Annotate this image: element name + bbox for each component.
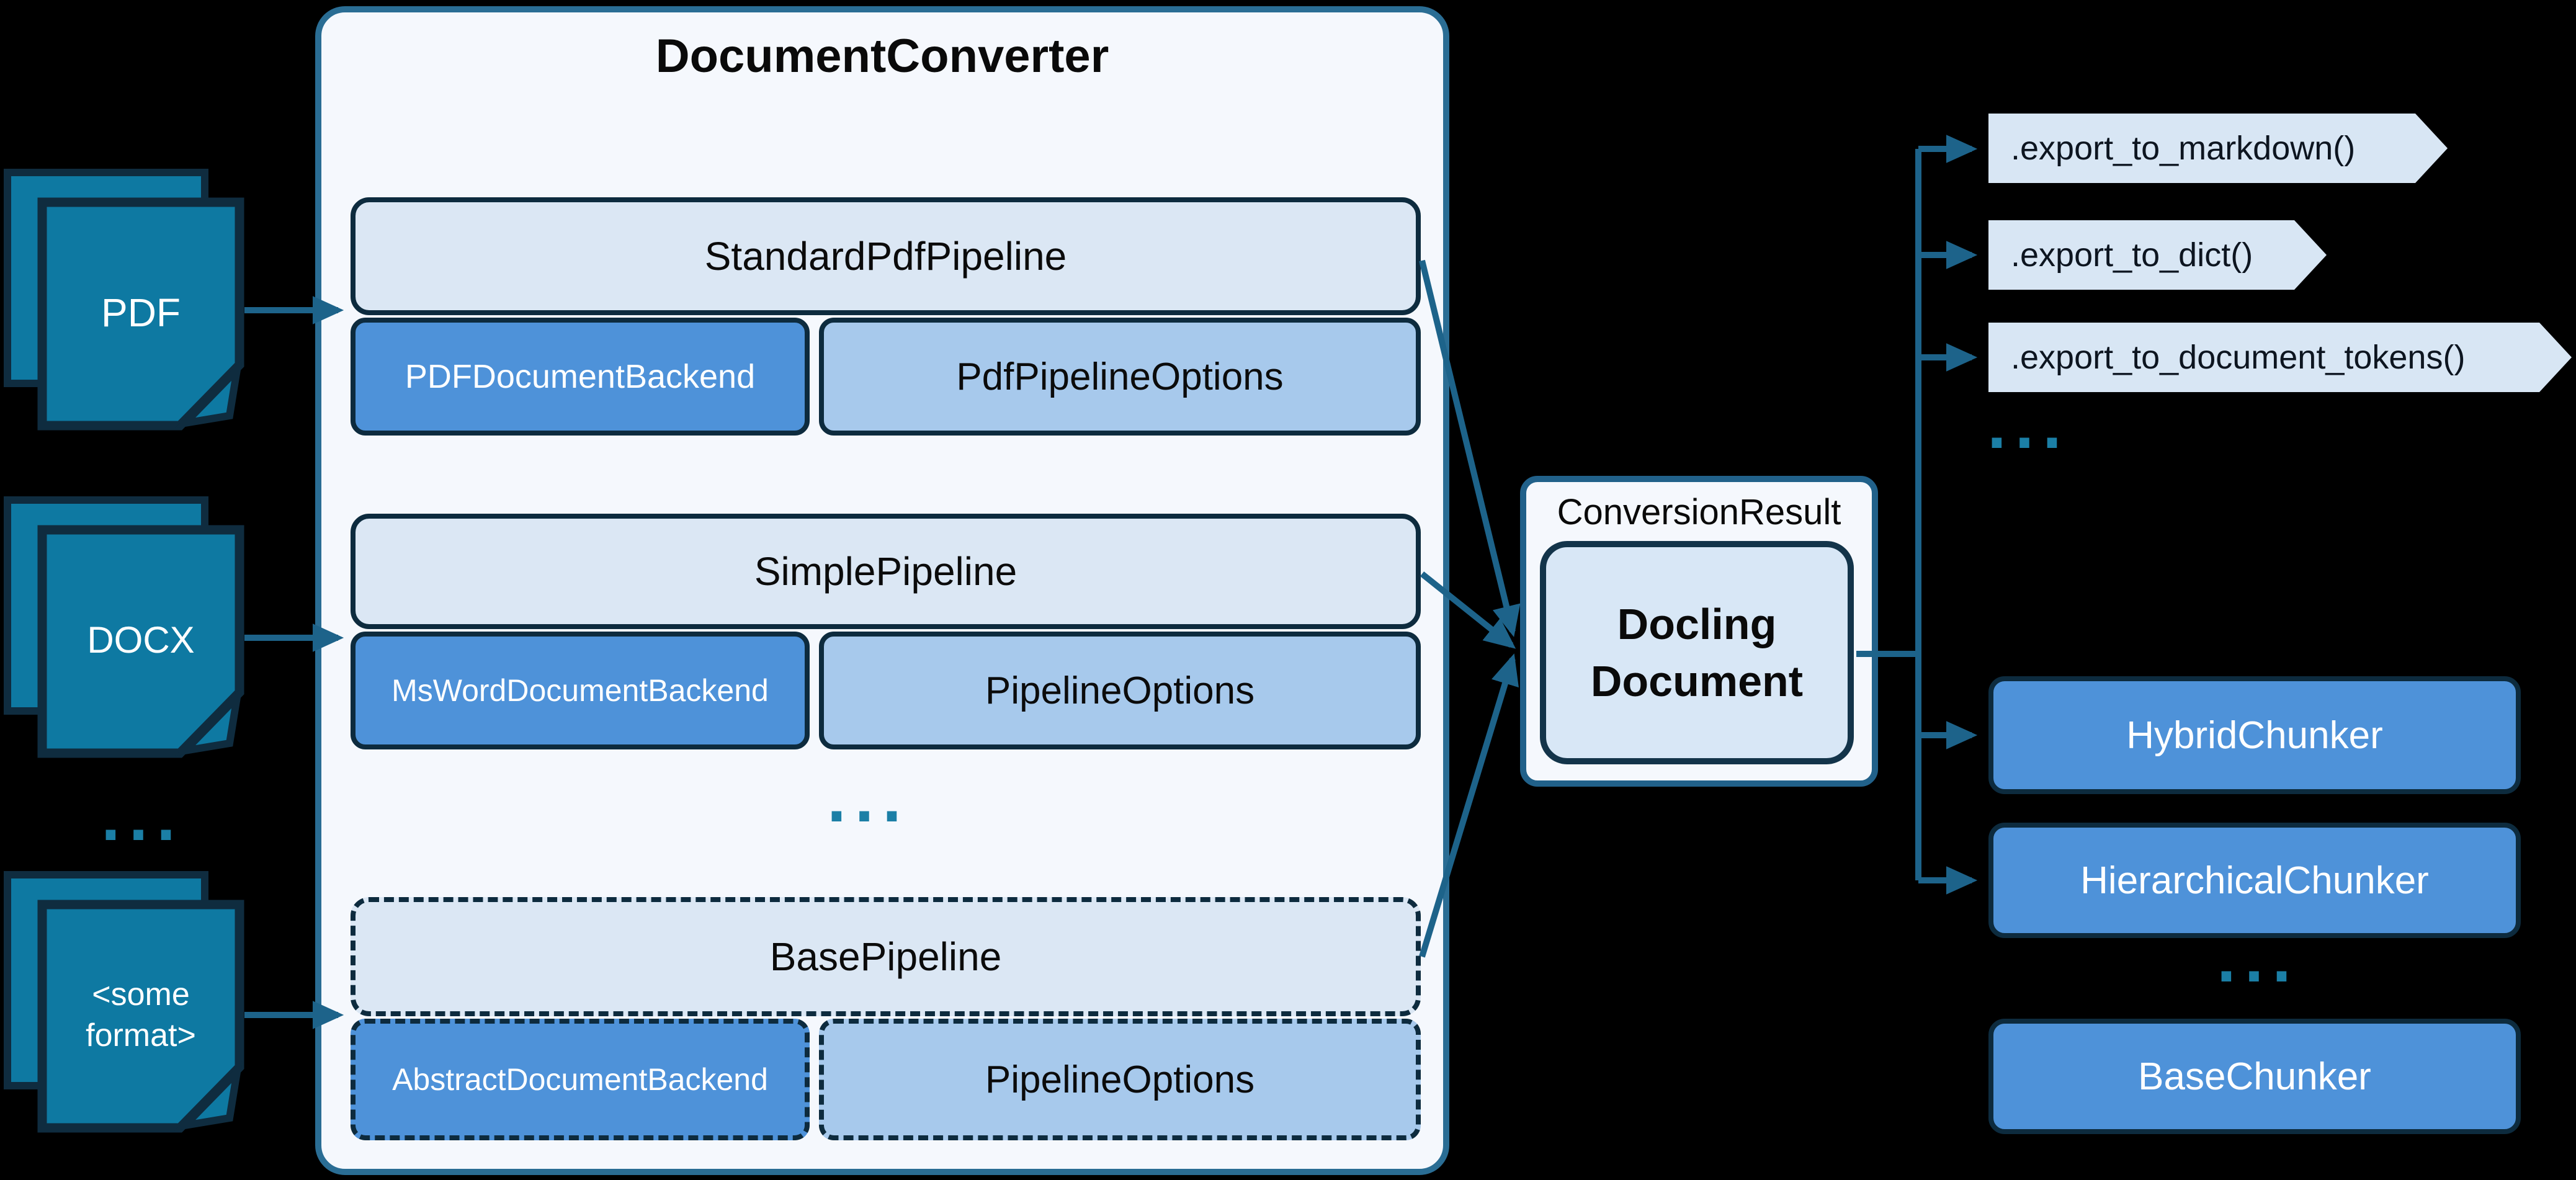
pdf-label: PDF — [101, 290, 181, 335]
other-format-document-icon — [37, 900, 244, 1133]
base-pipeline-options-box: PipelineOptions — [819, 1019, 1421, 1140]
hybrid-chunker-box: HybridChunker — [1988, 676, 2521, 794]
pdf-document-backend-box: PDFDocumentBackend — [351, 318, 810, 436]
ellipsis-inputs: ... — [101, 779, 184, 855]
pdf-pipeline-options-box: PdfPipelineOptions — [819, 318, 1421, 436]
hierarchical-chunker-box: HierarchicalChunker — [1988, 823, 2521, 938]
export-to-markdown-tag: .export_to_markdown() — [1988, 114, 2448, 183]
pipeline-options-box: PipelineOptions — [819, 632, 1421, 749]
standard-pdf-pipeline-box: StandardPdfPipeline — [351, 197, 1421, 315]
document-converter-title: DocumentConverter — [655, 29, 1109, 83]
ellipsis-chunkers: ... — [2217, 920, 2300, 996]
other-format-label-line2: format> — [86, 1017, 196, 1053]
simple-pipeline-box: SimplePipeline — [351, 514, 1421, 629]
other-format-label: <some format> — [37, 900, 244, 1130]
docx-document-icon — [37, 525, 244, 758]
pdf-page-fold — [174, 359, 243, 429]
docx-page-fold — [174, 686, 243, 756]
export-to-document-tokens-tag: .export_to_document_tokens() — [1988, 323, 2572, 392]
abstract-document-backend-box: AbstractDocumentBackend — [351, 1019, 810, 1140]
ellipsis-pipelines: ... — [827, 760, 910, 836]
docling-document-line1: Docling — [1617, 600, 1777, 648]
base-chunker-box: BaseChunker — [1988, 1019, 2521, 1134]
ellipsis-exports: ... — [1987, 387, 2070, 463]
msword-document-backend-box: MsWordDocumentBackend — [351, 632, 810, 749]
pdf-document-icon — [37, 197, 244, 431]
conversion-result-label: ConversionResult — [1557, 491, 1841, 532]
other-format-label-line1: <some — [92, 977, 190, 1012]
docling-document-box: Docling Document — [1540, 541, 1854, 764]
other-format-page-fold — [174, 1061, 243, 1131]
base-pipeline-box: BasePipeline — [351, 897, 1421, 1016]
docx-label: DOCX — [87, 619, 195, 661]
docling-document-line2: Document — [1590, 657, 1804, 705]
export-to-dict-tag: .export_to_dict() — [1988, 220, 2327, 290]
